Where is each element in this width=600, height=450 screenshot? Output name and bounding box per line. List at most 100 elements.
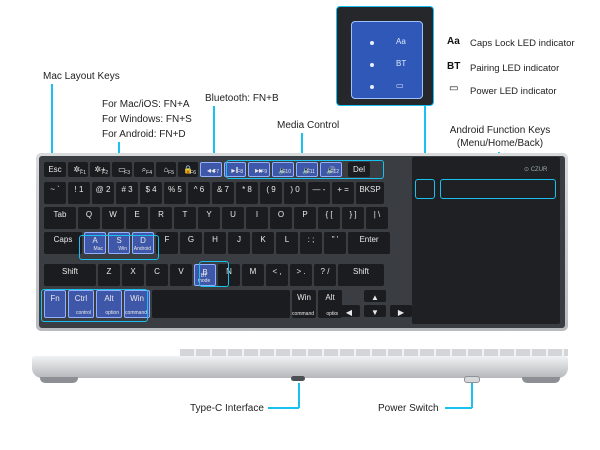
top-letter-row-key[interactable]: } ]	[342, 207, 364, 229]
bottom-letter-row-key[interactable]: N	[218, 264, 240, 286]
number-row-key[interactable]: ( 9	[260, 182, 282, 204]
top-letter-row-key[interactable]: | \	[366, 207, 388, 229]
bottom-letter-row-key[interactable]: M	[242, 264, 264, 286]
bottom-letter-row-key[interactable]: Z	[98, 264, 120, 286]
number-row-key[interactable]: @ 2	[92, 182, 114, 204]
top-letter-row-key[interactable]: E	[126, 207, 148, 229]
key-label: K	[260, 235, 266, 244]
number-row-key[interactable]: & 7	[212, 182, 234, 204]
fn-row-key[interactable]: 🔊F12	[320, 162, 342, 177]
top-letter-row-key[interactable]: U	[222, 207, 244, 229]
number-row-key[interactable]: — -	[308, 182, 330, 204]
arrow-down-key[interactable]: ▼	[364, 305, 386, 317]
bluetooth-label: Bluetooth: FN+B	[205, 93, 279, 104]
fn-row-key[interactable]: ⌂F5	[156, 162, 176, 177]
bottom-letter-row-key[interactable]: X	[122, 264, 144, 286]
top-letter-row-key[interactable]: Tab	[44, 207, 76, 229]
type-c-port[interactable]	[291, 376, 305, 381]
top-letter-row-key[interactable]: R	[150, 207, 172, 229]
key-label: * 8	[242, 185, 252, 194]
number-row-key[interactable]: # 3	[116, 182, 138, 204]
number-row-key[interactable]: $ 4	[140, 182, 162, 204]
bottom-letter-row-key[interactable]: < ,	[266, 264, 288, 286]
number-row-key[interactable]: * 8	[236, 182, 258, 204]
fn-row-key[interactable]: ✲+F2	[90, 162, 110, 177]
modifier-key[interactable]: Alt option	[318, 290, 342, 318]
key-label: : ;	[307, 235, 315, 244]
home-row-key[interactable]: : ;	[300, 232, 322, 254]
touchpad[interactable]	[412, 157, 560, 324]
key-label: Alt	[325, 293, 335, 302]
top-letter-row-key[interactable]: Y	[198, 207, 220, 229]
fn-row-key[interactable]: 🔒F6	[178, 162, 198, 177]
key-sublabel: Android	[133, 245, 151, 252]
key-label: T	[182, 210, 188, 219]
fn-row-key[interactable]: 🔈F10	[272, 162, 294, 177]
bottom-letter-row-key[interactable]: > .	[290, 264, 312, 286]
number-row-key[interactable]: BKSP	[356, 182, 384, 204]
led-dot-caps	[370, 41, 374, 45]
home-row-key[interactable]: J	[228, 232, 250, 254]
fn-row-key[interactable]: Esc	[44, 162, 66, 177]
bottom-letter-row-key[interactable]: Shift	[44, 264, 96, 286]
modifier-key[interactable]: Fn	[44, 290, 66, 318]
top-letter-row-key[interactable]: { [	[318, 207, 340, 229]
fn-row-key[interactable]: ✲-F1	[68, 162, 88, 177]
number-row-key[interactable]: ~ `	[44, 182, 66, 204]
bottom-letter-row-key[interactable]: ? /	[314, 264, 336, 286]
key-label: Caps	[53, 235, 73, 244]
top-letter-row-key[interactable]: W	[102, 207, 124, 229]
number-row-key[interactable]: ^ 6	[188, 182, 210, 204]
number-row-key[interactable]: ) 0	[284, 182, 306, 204]
android-keys-highlight	[440, 179, 556, 199]
top-letter-row-key[interactable]: O	[270, 207, 292, 229]
top-letter-row-key[interactable]: P	[294, 207, 316, 229]
led-zoom-inner: Aa BT ▭	[351, 21, 423, 99]
fn-row-key[interactable]: ⌕F4	[134, 162, 154, 177]
home-row-key[interactable]: G	[180, 232, 202, 254]
number-row-key[interactable]: + =	[332, 182, 354, 204]
fn-row-key[interactable]: 🔉F11	[296, 162, 318, 177]
key-sublabel: Win	[118, 245, 127, 252]
key-sublabel: F6	[190, 169, 196, 176]
arrow-left-key[interactable]: ◀	[338, 305, 360, 317]
number-row-key[interactable]: % 5	[164, 182, 186, 204]
power-switch[interactable]	[464, 376, 480, 383]
fn-row-key[interactable]: ◂◂F7	[200, 162, 222, 177]
key-sublabel: F11	[306, 168, 315, 175]
home-row-key[interactable]: F	[156, 232, 178, 254]
key-label: Q	[85, 210, 93, 219]
bottom-letter-row-key[interactable]: C	[146, 264, 168, 286]
led-glyph-power: ▭	[396, 81, 404, 90]
home-row-key[interactable]: Enter	[348, 232, 390, 254]
home-row-key[interactable]: K	[252, 232, 274, 254]
home-row-key[interactable]: L	[276, 232, 298, 254]
bottom-letter-row-key[interactable]: V	[170, 264, 192, 286]
number-row-key[interactable]: ! 1	[68, 182, 90, 204]
spacebar[interactable]	[152, 290, 290, 318]
home-row-key[interactable]: Caps	[44, 232, 82, 254]
home-row-key[interactable]: H	[204, 232, 226, 254]
key-label: ▲	[371, 293, 379, 302]
arrow-up-key[interactable]: ▲	[364, 290, 386, 302]
top-letter-row-key[interactable]: Q	[78, 207, 100, 229]
key-label: ? /	[320, 267, 330, 276]
top-letter-row-key[interactable]: I	[246, 207, 268, 229]
fn-row-key[interactable]: Del	[348, 162, 370, 177]
fn-row-key[interactable]: ▭F3	[112, 162, 132, 177]
arrow-right-key[interactable]: ▶	[390, 305, 412, 317]
key-sublabel: option	[326, 310, 340, 317]
fn-row-key[interactable]: ▸‖F8	[224, 162, 246, 177]
bottom-letter-row-key[interactable]: Shift	[338, 264, 384, 286]
top-letter-row-key[interactable]: T	[174, 207, 196, 229]
fn-row-key[interactable]: ▸▸F9	[248, 162, 270, 177]
home-row-key[interactable]: " '	[324, 232, 346, 254]
key-sublabel: F7	[213, 168, 219, 175]
